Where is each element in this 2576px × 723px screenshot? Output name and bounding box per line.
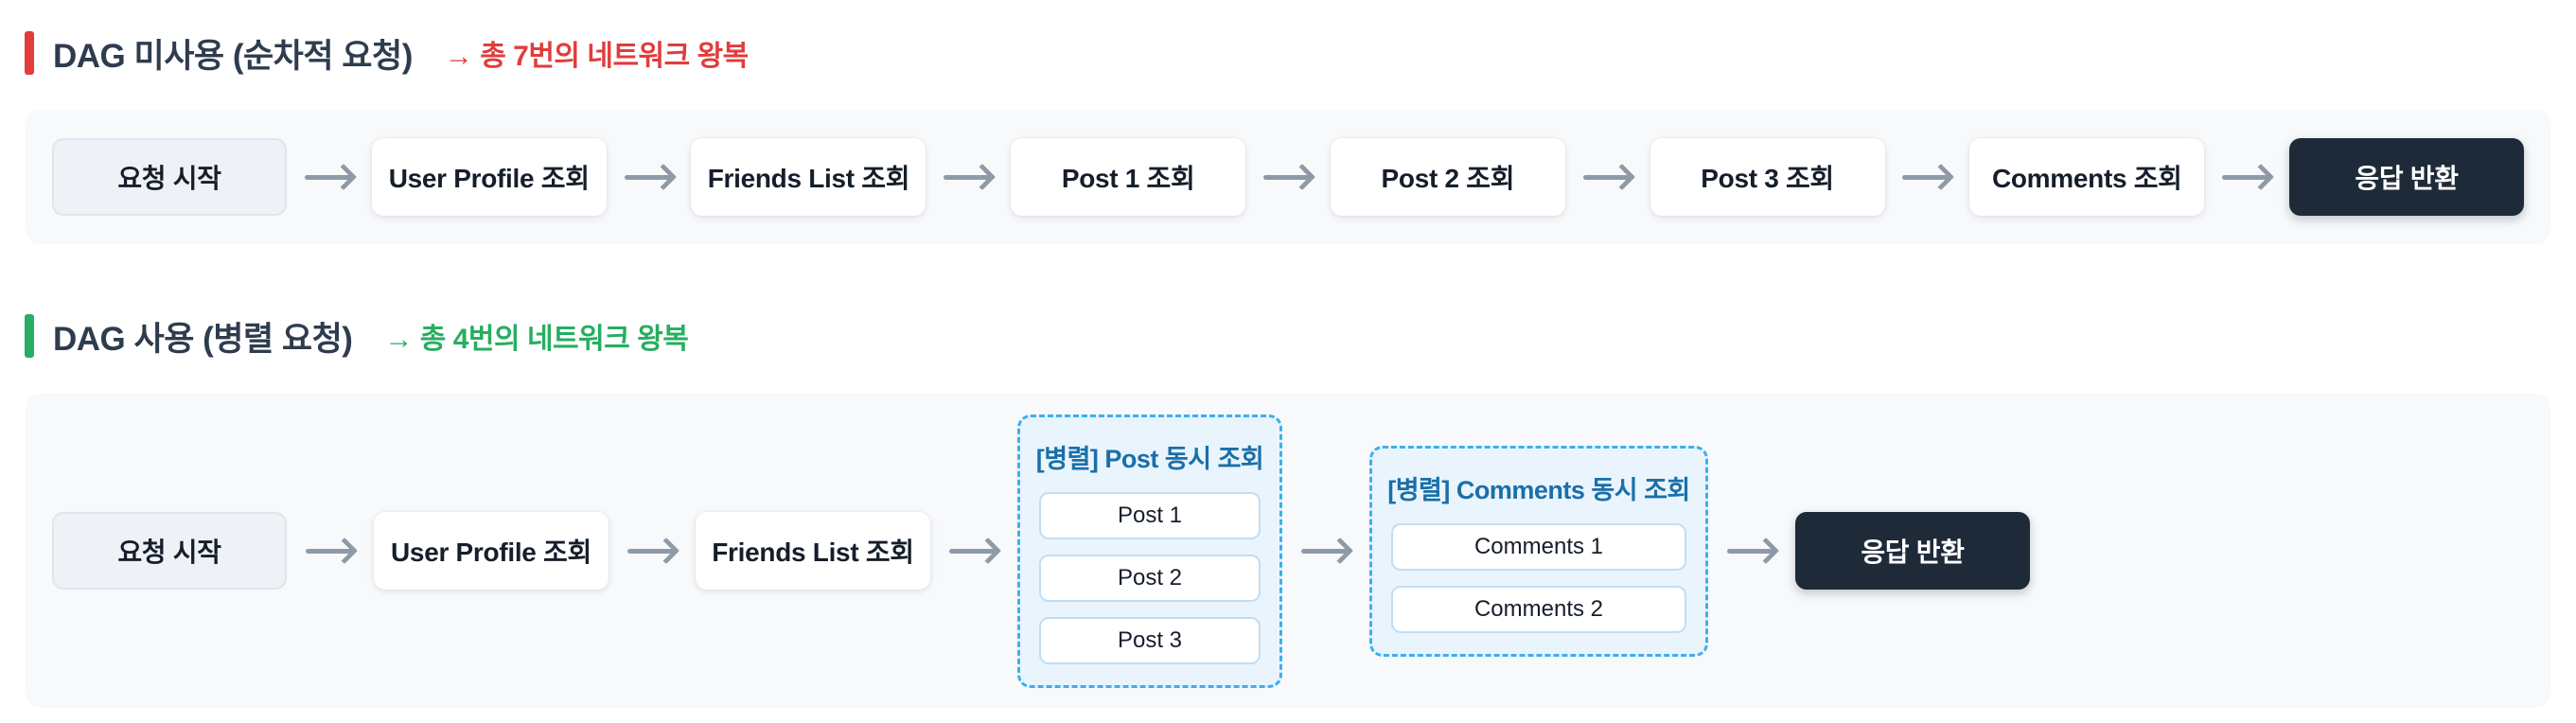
node-response-return: 응답 반환 [1795, 512, 2030, 590]
parallel-group-posts: [병렬] Post 동시 조회 Post 1 Post 2 Post 3 [1017, 414, 1282, 688]
flow-arrow [609, 548, 696, 554]
green-accent-bar [25, 314, 34, 358]
right-arrow-icon [2222, 174, 2272, 180]
right-arrow-icon [1301, 548, 1350, 554]
section-annotation: → 총 7번의 네트워크 왕복 [444, 41, 749, 72]
right-arrow-icon [944, 174, 994, 180]
node-response-return: 응답 반환 [2289, 138, 2525, 216]
node-request-start: 요청 시작 [52, 138, 287, 216]
flow-arrow [926, 174, 1011, 180]
parallel-flow: 요청 시작 User Profile 조회 Friends List 조회 [병… [26, 394, 2550, 708]
node-comments: Comments 조회 [1969, 138, 2205, 216]
parallel-group-title: [병렬] Comments 동시 조회 [1387, 475, 1690, 504]
node-request-start: 요청 시작 [52, 512, 287, 590]
parallel-group-title: [병렬] Post 동시 조회 [1035, 444, 1264, 473]
parallel-item-comments-1: Comments 1 [1391, 522, 1686, 571]
right-arrow-icon [949, 548, 998, 554]
parallel-group-comments: [병렬] Comments 동시 조회 Comments 1 Comments … [1369, 445, 1708, 657]
parallel-item-post-1: Post 1 [1039, 491, 1261, 539]
flow-arrow [1885, 174, 1970, 180]
flow-arrow [1565, 174, 1650, 180]
node-user-profile: User Profile 조회 [371, 138, 607, 216]
red-accent-bar [25, 31, 34, 75]
right-arrow-icon [1902, 174, 1952, 180]
parallel-item-post-3: Post 3 [1039, 616, 1261, 664]
flow-arrow [930, 548, 1017, 554]
right-arrow-icon [627, 548, 677, 554]
node-user-profile: User Profile 조회 [374, 512, 609, 590]
node-post-3: Post 3 조회 [1650, 138, 1885, 216]
section-sequential: DAG 미사용 (순차적 요청) → 총 7번의 네트워크 왕복 요청 시작 U… [0, 28, 2576, 244]
node-friends-list: Friends List 조회 [691, 138, 926, 216]
right-arrow-icon [624, 174, 674, 180]
parallel-item-post-2: Post 2 [1039, 554, 1261, 602]
section-sequential-header: DAG 미사용 (순차적 요청) → 총 7번의 네트워크 왕복 [25, 28, 2576, 78]
right-arrow-icon [1263, 174, 1314, 180]
flow-arrow [287, 174, 372, 180]
right-arrow-icon [1582, 174, 1632, 180]
right-arrow-icon [304, 174, 354, 180]
section-title: DAG 사용 (병렬 요청) [53, 320, 353, 358]
right-arrow-icon [306, 548, 355, 554]
sequential-flow: 요청 시작 User Profile 조회 Friends List 조회 Po… [26, 110, 2550, 244]
section-parallel-header: DAG 사용 (병렬 요청) → 총 4번의 네트워크 왕복 [25, 311, 2576, 361]
section-parallel: DAG 사용 (병렬 요청) → 총 4번의 네트워크 왕복 요청 시작 Use… [0, 311, 2576, 708]
parallel-item-comments-2: Comments 2 [1391, 585, 1686, 633]
flow-arrow [1282, 548, 1369, 554]
node-post-2: Post 2 조회 [1330, 138, 1565, 216]
section-annotation: → 총 4번의 네트워크 왕복 [384, 324, 689, 355]
flow-arrow [2204, 174, 2289, 180]
right-arrow-icon [1727, 548, 1776, 554]
section-title: DAG 미사용 (순차적 요청) [53, 37, 413, 75]
node-friends-list: Friends List 조회 [696, 512, 930, 590]
flow-arrow [1708, 548, 1795, 554]
node-post-1: Post 1 조회 [1011, 138, 1246, 216]
flow-arrow [287, 548, 374, 554]
flow-arrow [607, 174, 692, 180]
flow-arrow [1245, 174, 1331, 180]
